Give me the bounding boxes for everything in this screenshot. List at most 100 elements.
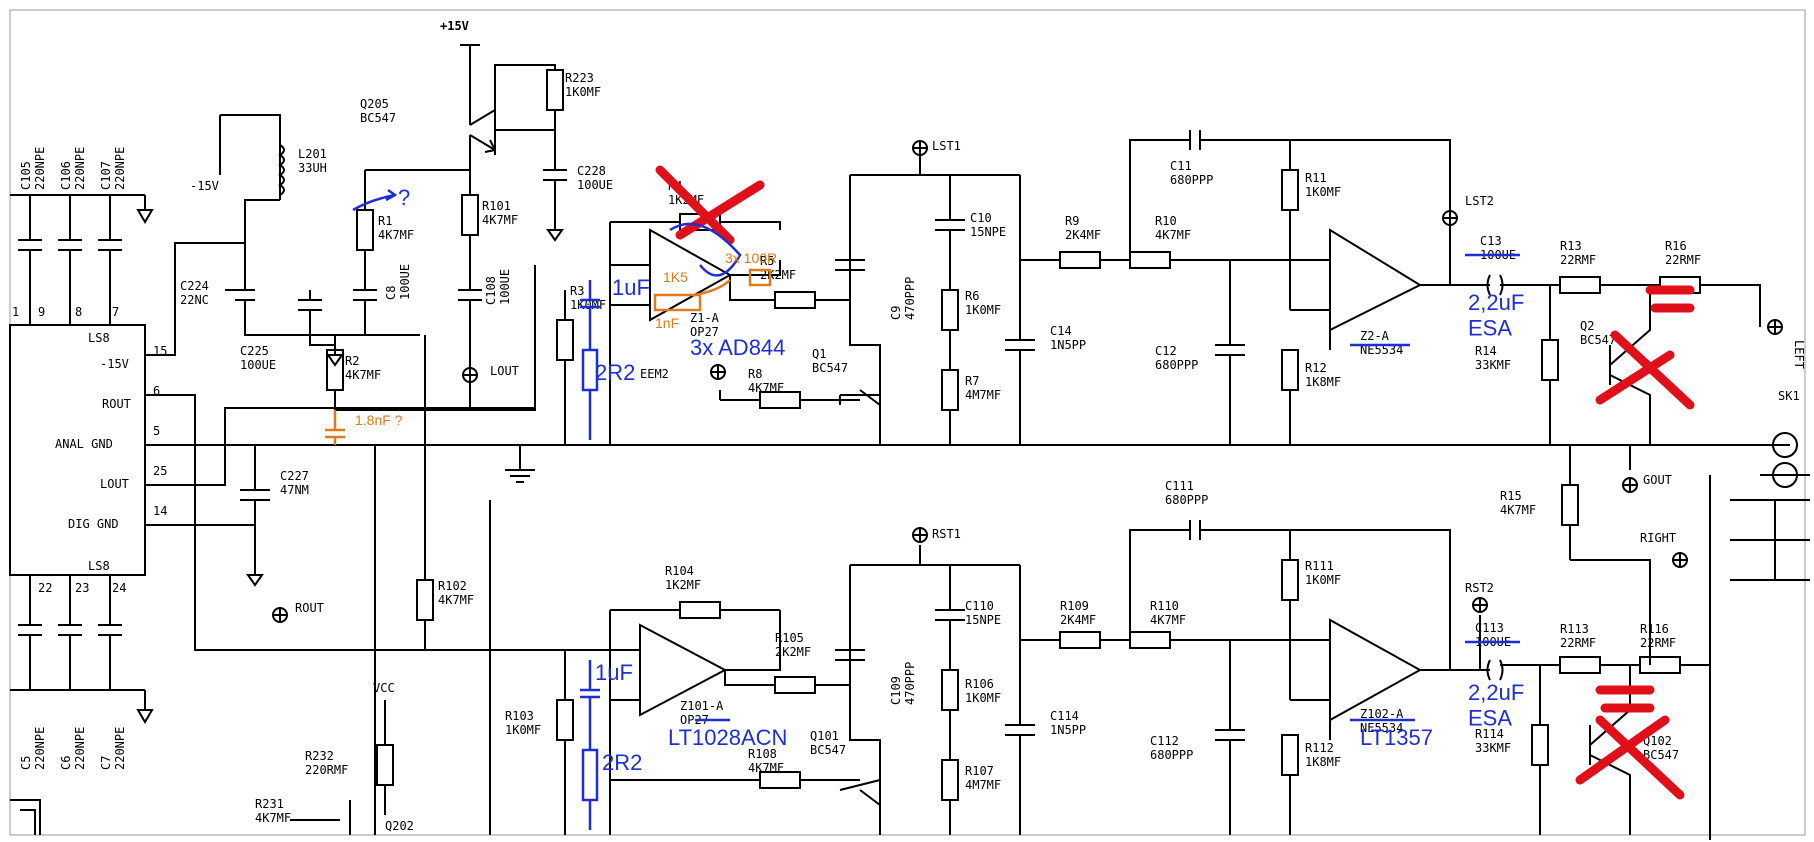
pin-number: 24 — [112, 581, 126, 595]
pin-number: 7 — [112, 305, 119, 319]
cap-label: C107220NPE — [99, 147, 127, 190]
pin-number: 22 — [38, 581, 52, 595]
left-label: LEFT — [1792, 340, 1806, 369]
cap-label: C7220NPE — [99, 727, 127, 770]
annotation-3x-100r: 3x 100R — [725, 250, 777, 266]
pin-number: 8 — [75, 305, 82, 319]
pin-number: 9 — [38, 305, 45, 319]
cap-label: C105220NPE — [19, 147, 47, 190]
power-wiring — [145, 44, 1790, 835]
annotation-lt1357: LT1357 — [1360, 725, 1433, 750]
pin-label: LOUT — [100, 477, 129, 491]
lst1-label: LST1 — [932, 139, 961, 153]
annotation-1uf-bottom: 1uF — [595, 660, 633, 685]
sk1-label: SK1 — [1778, 389, 1800, 403]
eem2-label: EEM2 — [640, 367, 669, 381]
annotation-1n8-cap: 1.8nF ? — [355, 412, 403, 428]
cap-label: C106220NPE — [59, 147, 87, 190]
left-top-caps — [10, 194, 154, 325]
rout-label: ROUT — [295, 601, 324, 615]
pin-label: -15V — [100, 357, 129, 371]
pin-number: 25 — [153, 464, 167, 478]
annotation-lt1028: LT1028ACN — [668, 725, 787, 750]
lout-label: LOUT — [490, 364, 519, 378]
annotation-2r2-top: 2R2 — [595, 360, 635, 385]
orange-annotations — [325, 268, 772, 445]
pin-number: 1 — [12, 305, 19, 319]
annotation-2r2-bottom: 2R2 — [602, 750, 642, 775]
connector-name-bottom: LS8 — [88, 559, 110, 573]
rst2-label: RST2 — [1465, 581, 1494, 595]
annotation-1uf-top: 1uF — [612, 275, 650, 300]
pin-number: 14 — [153, 504, 167, 518]
cap-label: C5220NPE — [19, 727, 47, 770]
c8-label: C8100UE — [384, 264, 412, 300]
connector-ls8: LS8 LS8 -15V ROUT ANAL GND LOUT DIG GND … — [9, 305, 167, 595]
gout-label: GOUT — [1643, 473, 1672, 487]
right-label: RIGHT — [1640, 531, 1676, 545]
annotation-1k5: 1K5 — [663, 269, 688, 285]
red-cross-q2 — [1595, 285, 1695, 410]
cap-label: C6220NPE — [59, 727, 87, 770]
pin-label: ROUT — [102, 397, 131, 411]
red-cross-r4 — [655, 165, 765, 245]
pin-number: 5 — [153, 424, 160, 438]
c108-label: C108100UE — [484, 269, 512, 305]
bottom-channel-wiring — [420, 500, 1710, 835]
connector-name-top: LS8 — [88, 331, 110, 345]
annotation-question: ? — [398, 185, 410, 210]
annotation-3x-ad844: 3x AD844 — [690, 335, 785, 360]
c9-label: C9470PPP — [889, 277, 917, 320]
supply-minus-label: -15V — [190, 179, 219, 193]
left-bottom-caps — [10, 575, 154, 835]
vcc-label: VCC — [373, 681, 395, 695]
c109-label: C109470PPP — [889, 662, 917, 705]
blue-annotations — [352, 188, 1520, 830]
